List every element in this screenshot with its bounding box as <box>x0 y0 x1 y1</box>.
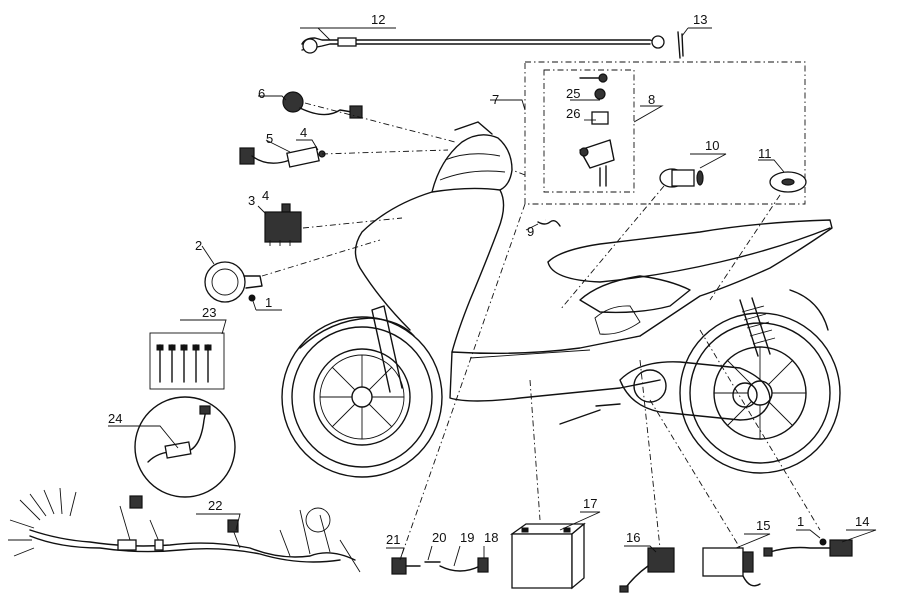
callout-26: 26 <box>566 106 580 121</box>
callout-25: 25 <box>566 86 580 101</box>
part-5-lamp-socket <box>239 146 326 168</box>
callout-10: 10 <box>705 138 719 153</box>
headlight-cowl <box>431 134 513 193</box>
part-9-wire <box>537 219 561 227</box>
callout-23: 23 <box>202 305 216 320</box>
callout-6: 6 <box>258 86 265 101</box>
callout-4-lower: 4 <box>262 188 269 203</box>
part-17-battery <box>509 522 586 590</box>
scooter-illustration <box>281 121 841 478</box>
callout-17: 17 <box>583 496 597 511</box>
part-26-ignition-switch <box>579 111 615 187</box>
part-11-buzzer <box>769 171 807 193</box>
callout-13: 13 <box>693 12 707 27</box>
rear-body-shell <box>547 219 833 337</box>
part-3-relay <box>264 211 302 246</box>
callout-1-right: 1 <box>797 514 804 529</box>
callout-15: 15 <box>756 518 770 533</box>
rear-wheel <box>679 312 841 474</box>
engine-case <box>619 361 771 421</box>
callout-labels: 12 13 6 5 4 4 3 2 1 23 24 22 21 20 19 18… <box>108 12 869 547</box>
callout-3: 3 <box>248 193 255 208</box>
callout-24: 24 <box>108 411 122 426</box>
part-4-bulb <box>281 203 291 213</box>
part-14-ignition-coil <box>763 539 853 557</box>
part-12-speedometer-cable <box>301 35 665 54</box>
front-fender <box>299 317 415 349</box>
part-16-voltage-regulator <box>619 547 675 593</box>
callout-21: 21 <box>386 532 400 547</box>
front-body-shell <box>354 187 505 353</box>
callout-4-upper: 4 <box>300 125 307 140</box>
part-18-switch <box>477 557 489 573</box>
part-15-cdi-unit <box>702 547 761 587</box>
part-24-fuse-holder <box>134 396 236 498</box>
part-6-headlight-bulb <box>282 91 363 119</box>
rear-shock <box>739 297 771 357</box>
front-fork <box>371 305 403 393</box>
callout-20: 20 <box>432 530 446 545</box>
callout-7: 7 <box>492 92 499 107</box>
callout-19: 19 <box>460 530 474 545</box>
part-22-wiring-harness <box>8 487 361 573</box>
assembly-dashed-lines <box>261 102 821 561</box>
callout-leaders <box>108 27 877 567</box>
callout-9: 9 <box>527 224 534 239</box>
part-2-horn <box>204 261 263 303</box>
callout-14: 14 <box>855 514 869 529</box>
part-23-fuse-set <box>149 332 225 390</box>
part-1-bolt <box>248 294 256 302</box>
callout-2: 2 <box>195 238 202 253</box>
part-10-lock-cylinder <box>659 168 704 188</box>
callout-11: 11 <box>758 146 772 161</box>
part-19-sensor-cable <box>439 565 481 572</box>
callout-8: 8 <box>648 92 655 107</box>
callout-12: 12 <box>371 12 385 27</box>
part-13-pin <box>677 31 684 59</box>
part-25-key <box>579 73 608 100</box>
part-21-sensor <box>391 557 421 575</box>
callout-5: 5 <box>266 131 273 146</box>
front-wheel <box>281 316 443 478</box>
floorboard <box>449 335 661 402</box>
handlebar <box>454 121 493 135</box>
callout-22: 22 <box>208 498 222 513</box>
callout-1-left: 1 <box>265 295 272 310</box>
part-1-bolt-2 <box>819 538 827 546</box>
callout-18: 18 <box>484 530 498 545</box>
ignition-switch-group-box <box>524 61 806 205</box>
callout-16: 16 <box>626 530 640 545</box>
seat <box>547 227 831 283</box>
